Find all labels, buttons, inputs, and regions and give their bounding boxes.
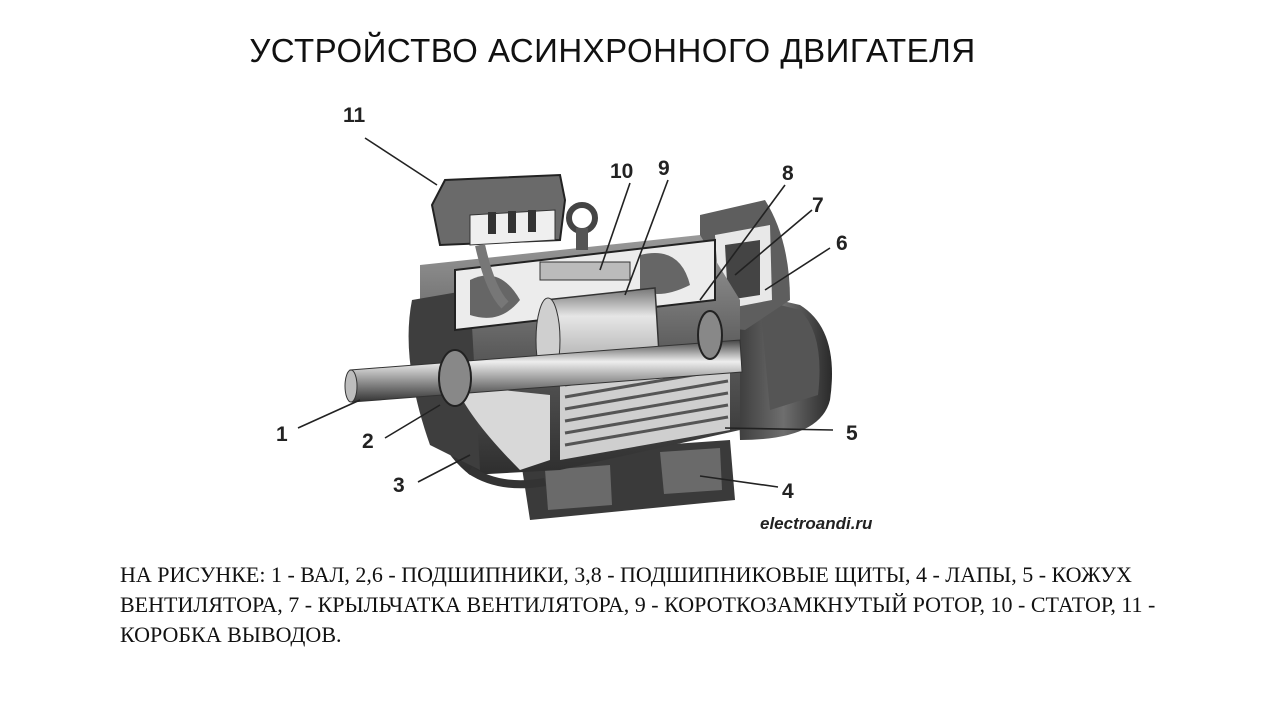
label-11: 11 — [343, 104, 366, 127]
label-5: 5 — [846, 422, 858, 445]
label-2: 2 — [362, 430, 374, 453]
label-10: 10 — [610, 160, 634, 183]
label-4: 4 — [782, 480, 794, 503]
leader-lines — [297, 137, 834, 488]
lifting-eye — [566, 202, 598, 250]
bearings — [438, 310, 723, 407]
watermark: electroandi.ru — [760, 514, 873, 533]
terminal-box — [430, 173, 567, 309]
label-7: 7 — [812, 194, 824, 217]
page-title: УСТРОЙСТВО АСИНХРОННОГО ДВИГАТЕЛЯ — [249, 32, 976, 69]
fan-cover — [735, 290, 832, 440]
label-1: 1 — [276, 423, 288, 446]
figure-caption: НА РИСУНКЕ: 1 - ВАЛ, 2,6 - ПОДШИПНИКИ, 3… — [120, 562, 1156, 647]
label-3: 3 — [393, 474, 405, 497]
label-6: 6 — [836, 232, 848, 255]
label-8: 8 — [782, 162, 794, 185]
label-9: 9 — [658, 157, 670, 180]
